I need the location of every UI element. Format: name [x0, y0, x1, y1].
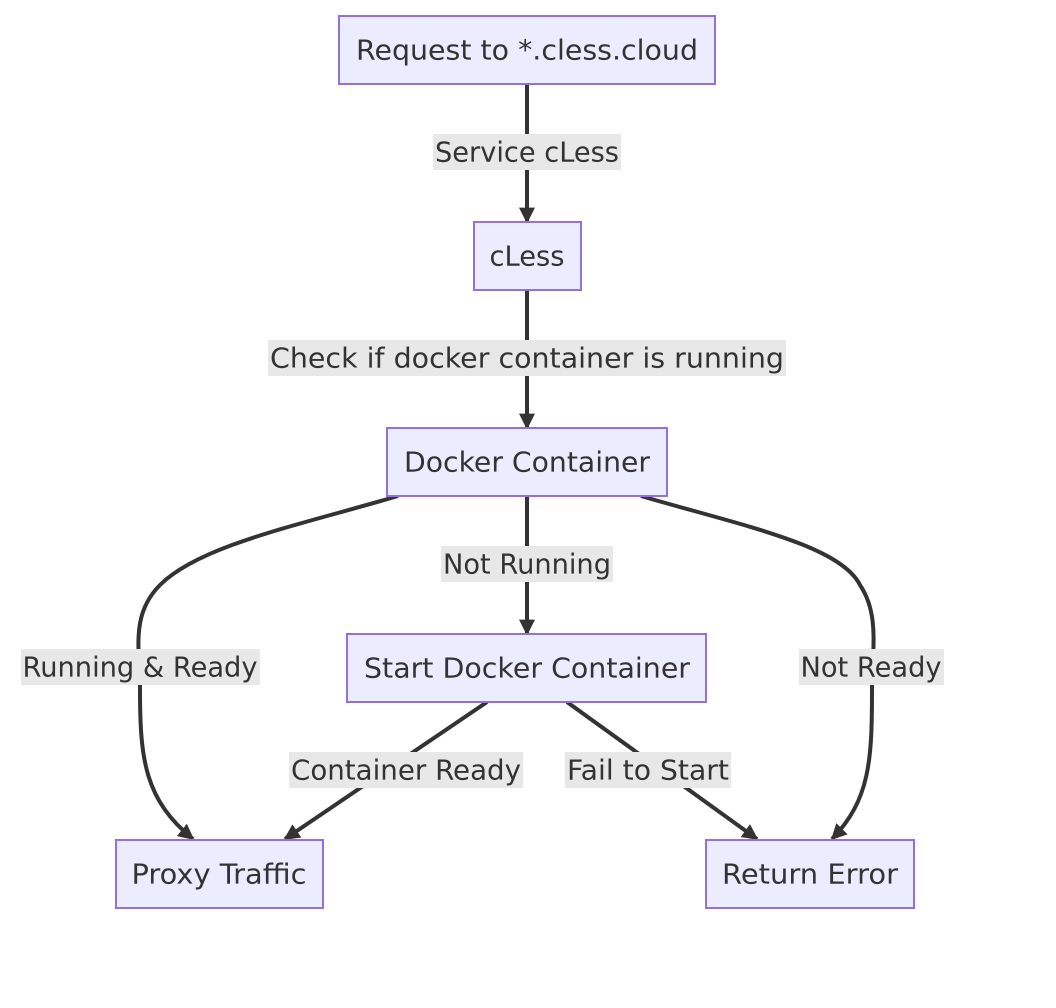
edge-label-container-ready: Container Ready	[289, 752, 523, 788]
edge-labels-layer: Service cLess Check if docker container …	[21, 134, 944, 788]
node-docker-container: Docker Container	[386, 427, 668, 497]
edge-label-service-cless: Service cLess	[433, 134, 621, 170]
node-request-label: Request to *.cless.cloud	[356, 34, 698, 67]
node-docker-container-label: Docker Container	[404, 446, 650, 479]
edge-docker-to-proxy	[136, 494, 399, 841]
edge-label-text: Not Running	[443, 548, 611, 581]
node-request: Request to *.cless.cloud	[338, 15, 716, 85]
edge-docker-to-error	[640, 494, 876, 841]
edge-label-text: Not Ready	[801, 651, 942, 684]
edge-label-fail-to-start: Fail to Start	[565, 752, 731, 788]
node-proxy-traffic: Proxy Traffic	[115, 839, 324, 909]
edge-label-text: Fail to Start	[567, 754, 729, 787]
edge-label-not-ready: Not Ready	[799, 649, 944, 685]
edge-label-not-running: Not Running	[441, 546, 613, 582]
node-return-error: Return Error	[705, 839, 915, 909]
node-cless: cLess	[473, 221, 582, 291]
edge-label-running-ready: Running & Ready	[21, 649, 260, 685]
node-cless-label: cLess	[490, 240, 565, 273]
edge-label-check-container: Check if docker container is running	[268, 340, 786, 376]
node-proxy-traffic-label: Proxy Traffic	[132, 858, 307, 891]
edge-label-text: Running & Ready	[23, 651, 258, 684]
edge-label-text: Check if docker container is running	[270, 342, 784, 375]
nodes-layer: Request to *.cless.cloud cLess Docker Co…	[115, 15, 915, 909]
node-start-docker-container-label: Start Docker Container	[364, 652, 690, 685]
edge-label-text: Service cLess	[435, 136, 619, 169]
node-start-docker-container: Start Docker Container	[346, 633, 707, 703]
node-return-error-label: Return Error	[722, 858, 898, 891]
edge-label-text: Container Ready	[291, 754, 521, 787]
